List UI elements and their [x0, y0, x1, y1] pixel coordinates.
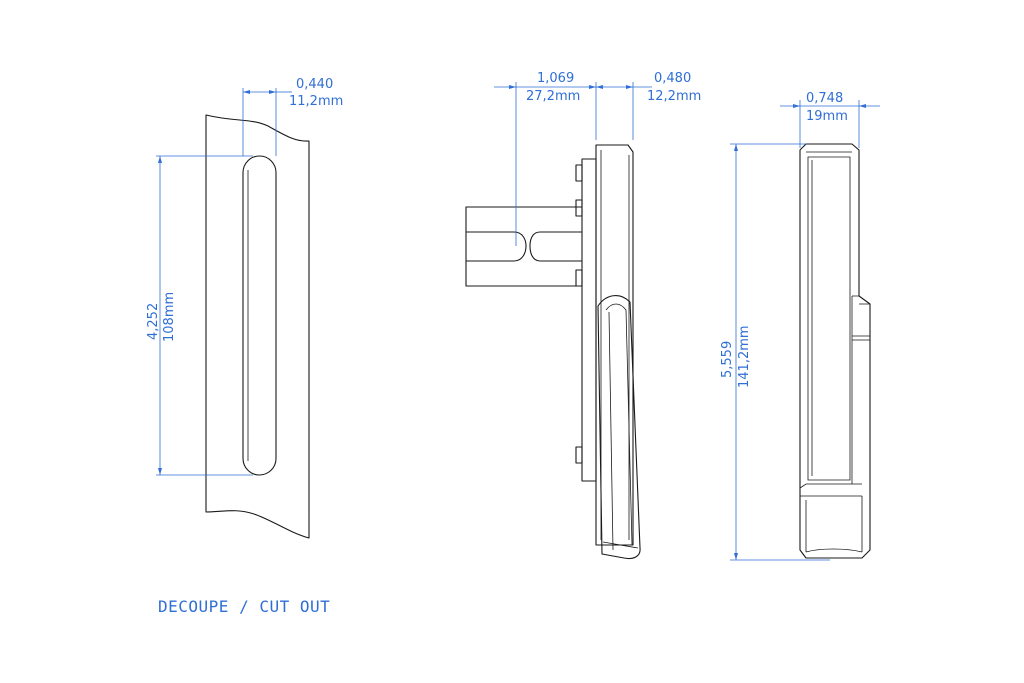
slot-width-dimension: 0,440 11,2mm [242, 77, 343, 156]
plate-depth-mm-label: 12,2mm [647, 89, 701, 104]
projection-dimension: 1,069 27,2mm [494, 71, 597, 246]
cutout-slot [242, 155, 277, 476]
side-handle-lever [597, 295, 641, 560]
side-view [465, 144, 641, 560]
plate-depth-dimension: 0,480 12,2mm [596, 71, 701, 140]
side-base-strip [581, 158, 597, 482]
front-view [799, 143, 871, 559]
total-height-inch-label: 5,559 [720, 341, 735, 378]
cutout-view [205, 114, 310, 539]
slot-width-mm-label: 11,2mm [289, 94, 343, 109]
projection-inch-label: 1,069 [537, 71, 574, 86]
screw-head-1 [575, 164, 583, 182]
screw-head-2 [575, 199, 583, 217]
total-height-mm-label: 141,2mm [737, 325, 752, 388]
screw-head-4 [575, 446, 583, 464]
front-width-inch-label: 0,748 [806, 91, 843, 106]
slot-height-mm-label: 108mm [162, 292, 177, 342]
slot-height-dimension: 4,252 108mm [146, 155, 253, 476]
cutout-plate-outline [205, 114, 310, 539]
plate-depth-inch-label: 0,480 [654, 71, 691, 86]
slot-width-inch-label: 0,440 [296, 77, 333, 92]
screw-head-3 [575, 269, 583, 287]
cutout-caption: DECOUPE / CUT OUT [158, 597, 330, 616]
front-width-dimension: 0,748 19mm [780, 91, 880, 148]
total-height-dimension: 5,559 141,2mm [720, 143, 830, 561]
slot-height-inch-label: 4,252 [146, 303, 161, 340]
front-width-mm-label: 19mm [806, 109, 848, 124]
projection-mm-label: 27,2mm [526, 89, 580, 104]
side-mounting-plate [595, 144, 634, 546]
side-spindle [465, 206, 582, 287]
